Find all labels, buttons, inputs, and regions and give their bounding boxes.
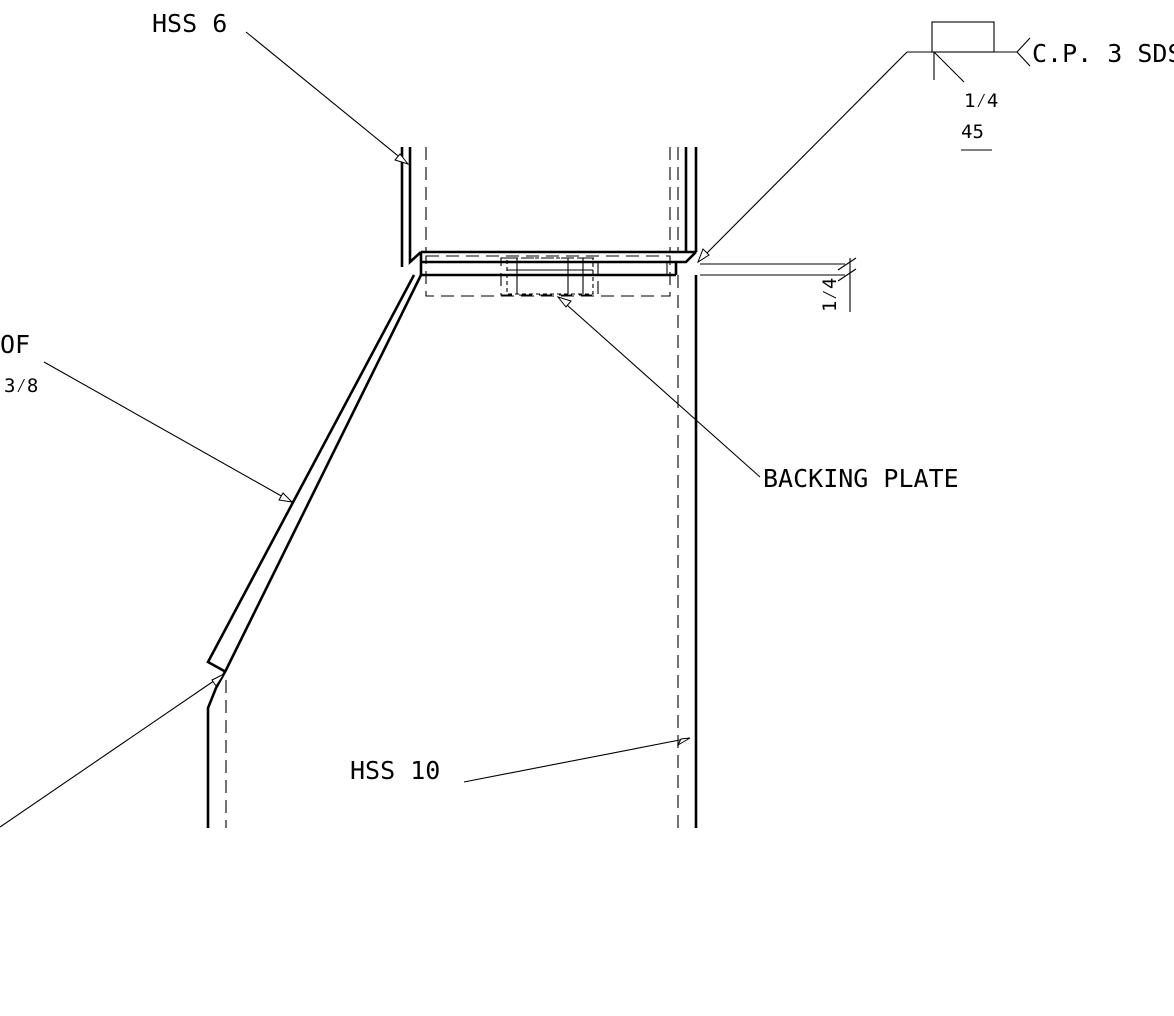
leaders bbox=[0, 31, 908, 828]
hss10-arrowhead bbox=[676, 737, 691, 747]
left-fraction-fragment: 3⁄8 bbox=[4, 375, 38, 397]
hss6-left-wall-inner bbox=[408, 147, 422, 265]
weld-symbol-tail bbox=[1016, 37, 1031, 67]
weld-note-label: C.P. 3 SDS bbox=[1032, 39, 1174, 68]
hss10-label: HSS 10 bbox=[350, 756, 440, 785]
backing-plate-outline bbox=[425, 255, 671, 297]
weld-symbol-field-box bbox=[931, 21, 995, 53]
gap-dimension bbox=[700, 257, 857, 312]
hss6-label: HSS 6 bbox=[152, 9, 227, 38]
backing-plate-label: BACKING PLATE bbox=[763, 464, 959, 493]
left-note-fragment: OF bbox=[0, 330, 30, 359]
hss6-arrowhead bbox=[394, 153, 410, 165]
hss6-member bbox=[400, 147, 698, 267]
weld-size-label: 1⁄4 bbox=[964, 90, 998, 112]
hss10-member bbox=[677, 275, 698, 828]
weld-symbol bbox=[907, 21, 1031, 151]
cap-plate bbox=[419, 250, 697, 277]
backing-plate-arrowhead bbox=[556, 296, 572, 308]
left-bottom-arrowhead bbox=[211, 672, 226, 687]
left-note-arrowhead bbox=[278, 492, 294, 503]
weld-arrowhead bbox=[696, 248, 710, 264]
gap-dimension-label: 1⁄4 bbox=[819, 278, 841, 312]
sloped-transition-plate bbox=[206, 274, 423, 828]
weld-angle-label: 45 bbox=[961, 121, 984, 143]
